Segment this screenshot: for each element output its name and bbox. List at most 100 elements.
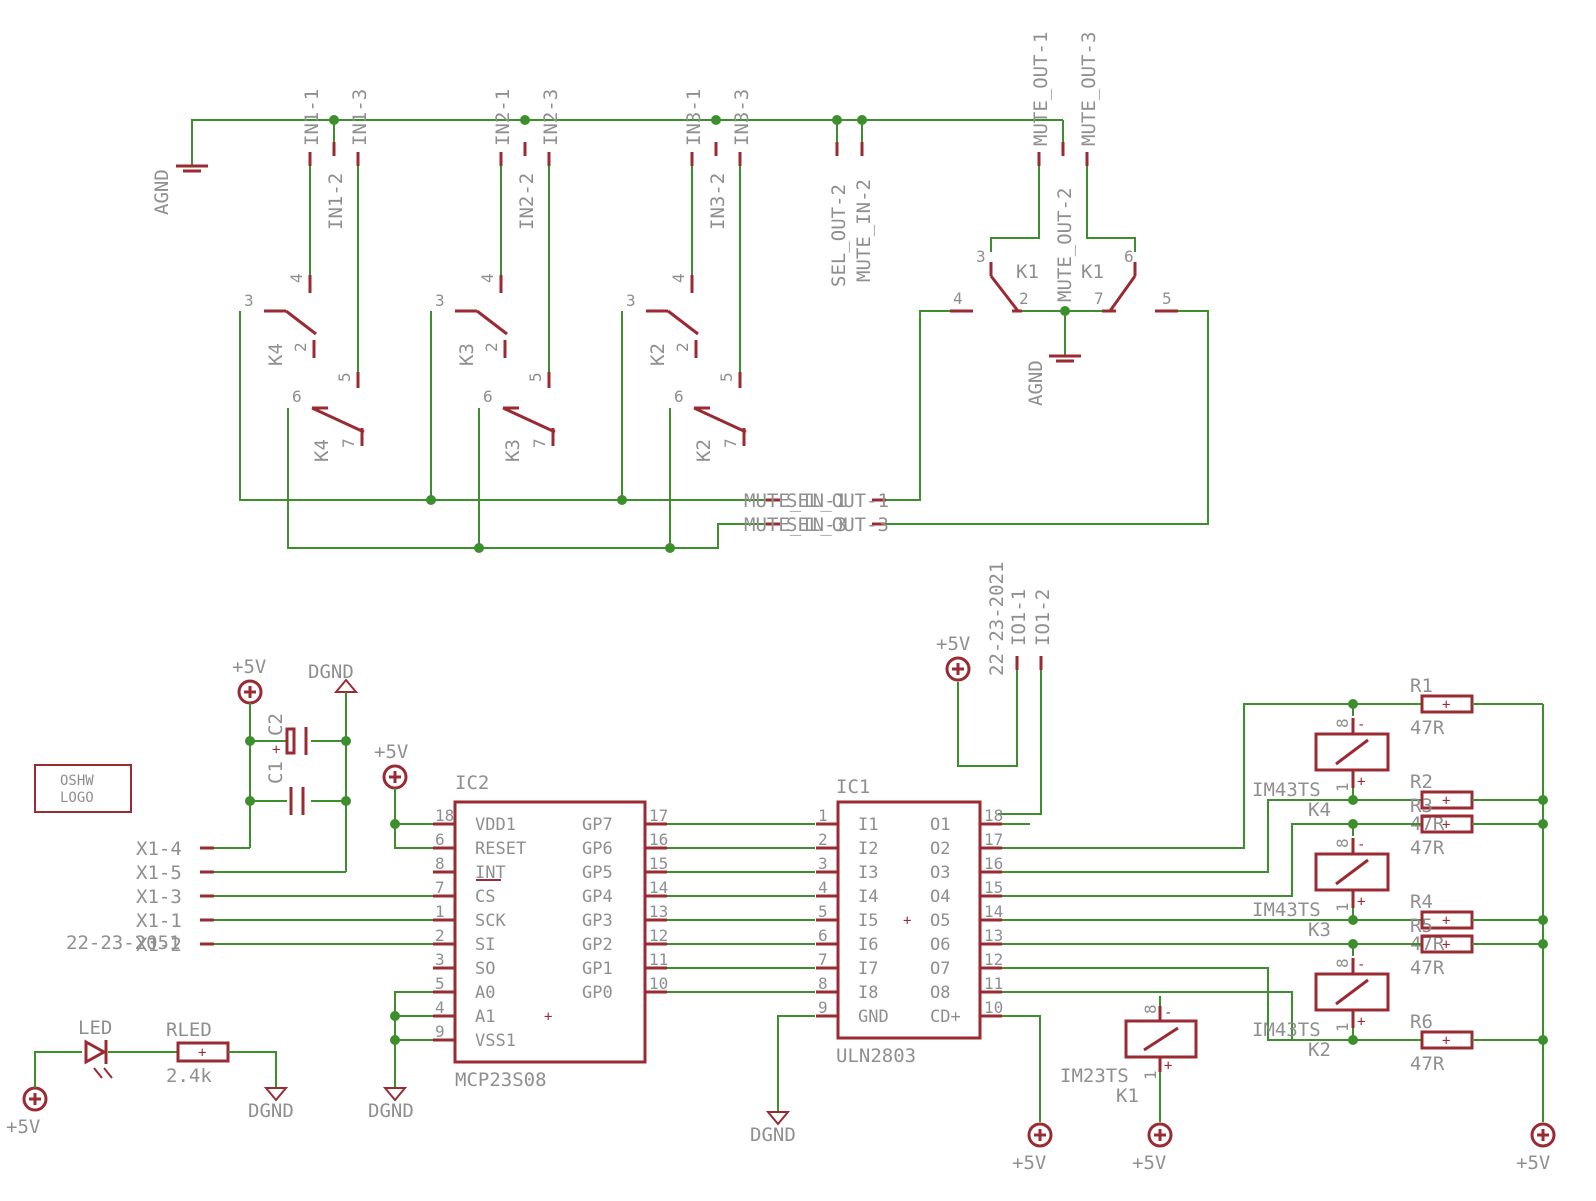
k1-pin5: 5 [1162, 289, 1172, 308]
ic1-left-pin-name: I7 [858, 959, 878, 979]
mute-in-3-label: MUTE_IN-3 [744, 514, 847, 536]
right-supply-rail: +5V [1516, 704, 1556, 1174]
ic1-right-pin-name: O3 [930, 863, 950, 883]
c1-ref: C1 [265, 761, 287, 784]
ic1-right-pin-name: O1 [930, 815, 950, 835]
k2-pin4: 4 [669, 273, 688, 283]
coil-slash [1335, 738, 1369, 766]
ic2-part: MCP23S08 [455, 1069, 547, 1091]
ic1-left-pin-number: 1 [818, 806, 828, 825]
in2-3-label: IN2-3 [540, 89, 562, 146]
relay-k2-contacts: 3 4 2 5 6 7 K2 K2 [626, 166, 747, 462]
coil-pin8: 8 [1333, 838, 1352, 848]
in3-3-label: IN3-3 [731, 89, 753, 146]
ic2-left-pin-number: 1 [435, 902, 445, 921]
resistor-ref: R4 [1410, 891, 1433, 913]
supply-cd-label: +5V [1012, 1152, 1046, 1174]
ic2-left-pin-name: SCK [475, 911, 506, 931]
ic2-right-pin-name: GP2 [582, 935, 613, 955]
supply-k1-coil-label: +5V [1132, 1152, 1166, 1174]
k2-pin2: 2 [673, 342, 692, 352]
in1-3-label: IN1-3 [349, 89, 371, 146]
ic1-right-pin-number: 13 [984, 926, 1003, 945]
coil-ref: K2 [1308, 1039, 1331, 1061]
ic2-left-pin-name: VDD1 [475, 815, 516, 835]
supply-led-label: +5V [6, 1116, 40, 1138]
relay-k4-contacts: 3 4 2 5 6 7 K4 K4 [244, 166, 365, 462]
k2-pin3: 3 [626, 291, 636, 310]
k3-ref-a: K3 [456, 343, 478, 366]
relay-k1-coil: +5V IM23TS K1 8 1 - + [1060, 996, 1198, 1174]
ic1-left-pin-name: I3 [858, 863, 878, 883]
ic1-left-pin-number: 9 [818, 998, 828, 1017]
ic2-ref: IC2 [455, 772, 489, 794]
ic2-left-pin-number: 8 [435, 854, 445, 873]
k2-ref-a: K2 [647, 343, 669, 366]
io1-1-label: IO1-1 [1008, 589, 1030, 646]
ic1-right-pin-name: O2 [930, 839, 950, 859]
supply-io1-label: +5V [936, 633, 970, 655]
k3-pin4: 4 [478, 273, 497, 283]
resistor-mark: + [1442, 793, 1450, 809]
supply-caps-label: +5V [232, 656, 266, 678]
rled-ref: RLED [166, 1019, 212, 1041]
coil-pin8: 8 [1333, 958, 1352, 968]
k3-pin7: 7 [530, 438, 549, 448]
agnd-label-k1: AGND [1025, 360, 1047, 406]
part-number-io1: 22-23-2021 [986, 562, 1008, 676]
coil-part: IM43TS [1252, 899, 1321, 921]
ic1-right-pin-name: O5 [930, 911, 950, 931]
coil-pin1: 1 [1333, 1022, 1352, 1032]
ic2-left-pin-name: INT [475, 863, 506, 883]
uln-output-wires: +5V [1002, 703, 1353, 1174]
coil-ref: K4 [1308, 799, 1331, 821]
coil-part: IM43TS [1252, 1019, 1321, 1041]
ic2-left-pin-name: VSS1 [475, 1031, 516, 1051]
ic2-right-pin-name: GP6 [582, 839, 613, 859]
ic1-left-pin-name: I8 [858, 983, 878, 1003]
ic1-right-pin-name: CD+ [930, 1007, 961, 1027]
resistor-mark: + [1442, 817, 1450, 833]
resistor-value: 47R [1410, 837, 1445, 859]
coil-slash [1335, 858, 1369, 886]
k1-ref-b: K1 [1081, 261, 1104, 283]
ic1-left-pin-number: 8 [818, 974, 828, 993]
ic2-right-pin-number: 17 [649, 806, 668, 825]
k1-coil-ref: K1 [1116, 1085, 1139, 1107]
resistor-value: 47R [1410, 933, 1445, 955]
in1-2-label: IN1-2 [325, 173, 347, 230]
k4-pin5: 5 [335, 372, 354, 382]
ic1-left-pin-name: I4 [858, 887, 878, 907]
k4-pin2: 2 [291, 342, 310, 352]
resistor-mark: + [1442, 913, 1450, 929]
supply-ic2-label: +5V [374, 741, 408, 763]
coil-minus: - [1357, 717, 1365, 733]
coil-pin1: 1 [1333, 782, 1352, 792]
k1-ref-a: K1 [1016, 261, 1039, 283]
coil-pin1: 1 [1333, 902, 1352, 912]
connector-mute-out: MUTE_OUT-1 MUTE_OUT-3 MUTE_OUT-2 [1030, 32, 1100, 302]
mute-in-2-label: MUTE_IN-2 [853, 179, 875, 282]
resistor-mark: + [1442, 937, 1450, 953]
k1-pin2: 2 [1019, 289, 1029, 308]
c1-plus: + [272, 742, 280, 758]
k4-pin4: 4 [287, 273, 306, 283]
ic2-left-pin-number: 7 [435, 878, 445, 897]
k4-pin7: 7 [339, 438, 358, 448]
oshw-logo-line1: OSHW [60, 773, 94, 789]
resistor-ref: R3 [1410, 795, 1433, 817]
coil-plus: + [1357, 894, 1365, 910]
coil-pin8: 8 [1333, 718, 1352, 728]
mute-out-2-label: MUTE_OUT-2 [1054, 188, 1076, 302]
dgnd-caps-label: DGND [308, 661, 354, 683]
connector-x1: X1-4 X1-5 X1-3 X1-1 X1-2 22-23-2051 [66, 838, 433, 956]
in1-1-label: IN1-1 [301, 89, 323, 146]
mute-out-1-label: MUTE_OUT-1 [1030, 32, 1052, 146]
connector-sel-mute-2: SEL_OUT-2 MUTE_IN-2 [828, 120, 875, 287]
connector-in1: IN1-1 IN1-3 IN1-2 [301, 89, 371, 230]
ic2-left-pin-number: 5 [435, 974, 445, 993]
